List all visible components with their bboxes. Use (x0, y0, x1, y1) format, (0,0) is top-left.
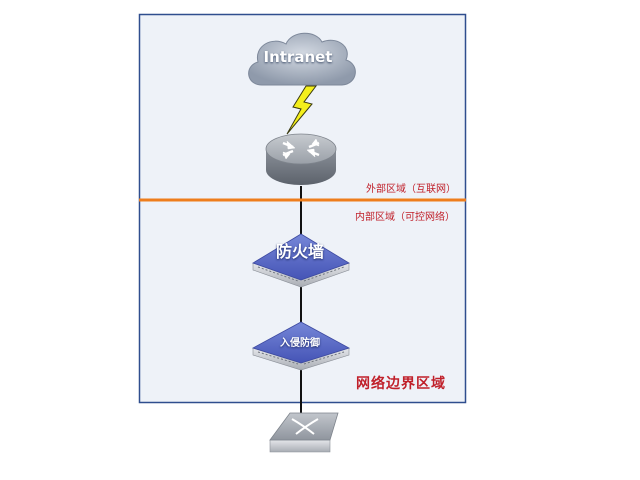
lightning-icon (286, 85, 317, 135)
ips-icon (251, 321, 351, 371)
cloud-icon (248, 32, 356, 86)
ips-label: 入侵防御 (280, 338, 320, 349)
cloud-label: Intranet (263, 48, 333, 66)
outer-zone-label: 外部区域（互联网） (366, 184, 456, 195)
firewall-icon (252, 233, 350, 288)
switch-icon (269, 412, 339, 453)
firewall-label: 防火墙 (275, 242, 324, 261)
inner-zone-label: 内部区域（可控网络） (355, 212, 455, 223)
boundary-zone-label: 网络边界区域 (356, 376, 446, 392)
router-icon (265, 133, 337, 185)
